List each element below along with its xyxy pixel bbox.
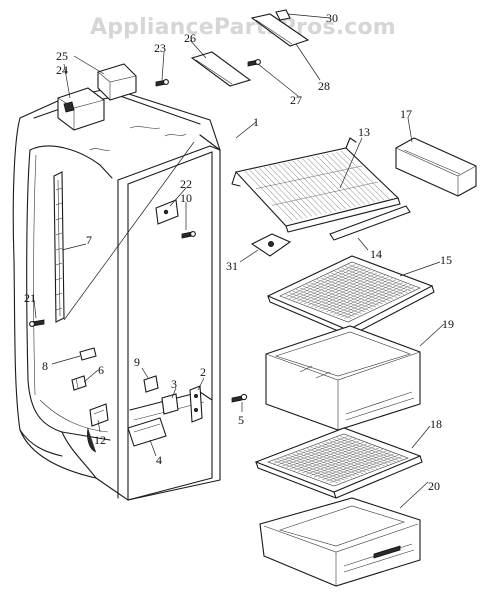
hinge-2 <box>189 385 203 423</box>
wire-shelf-13 <box>231 137 401 233</box>
trim-26 <box>190 51 252 87</box>
screw-5 <box>231 393 248 403</box>
door-bin-17 <box>395 137 477 197</box>
callout-4: 4 <box>156 453 162 467</box>
callout-31: 31 <box>226 259 238 273</box>
screw-23 <box>155 79 169 87</box>
bracket-12 <box>87 403 109 453</box>
callout-20: 20 <box>428 479 440 493</box>
control-housing-24 <box>57 87 105 131</box>
cabinet-liner <box>12 87 221 501</box>
clip-6 <box>71 375 87 391</box>
callout-13: 13 <box>358 125 370 139</box>
bracket-9 <box>143 375 159 393</box>
screw-10 <box>181 231 196 239</box>
trim-28 <box>250 13 310 47</box>
crisper-cover-18 <box>254 427 423 499</box>
bracket-3 <box>161 393 179 415</box>
callout-23: 23 <box>154 41 166 55</box>
bracket-25 <box>97 63 137 101</box>
drawer-20 <box>259 497 421 587</box>
support-31 <box>250 233 292 257</box>
shelf-rail <box>53 171 65 323</box>
callout-30: 30 <box>326 11 338 25</box>
cover-4 <box>127 417 167 447</box>
callout-2: 2 <box>200 365 206 379</box>
callout-26: 26 <box>184 31 196 45</box>
leader-lines <box>33 13 445 509</box>
callout-15: 15 <box>440 253 452 267</box>
bracket-22 <box>155 199 179 225</box>
crisper-pan-19 <box>265 325 421 431</box>
callout-19: 19 <box>442 317 454 331</box>
callout-5: 5 <box>238 413 244 427</box>
callout-9: 9 <box>134 355 140 369</box>
callout-18: 18 <box>430 417 442 431</box>
callout-24: 24 <box>56 63 68 77</box>
callout-25: 25 <box>56 49 68 63</box>
callout-6: 6 <box>98 363 104 377</box>
callout-8: 8 <box>42 359 48 373</box>
callout-7: 7 <box>86 233 92 247</box>
glass-shelf-15 <box>266 255 435 337</box>
shelf-trim-14 <box>329 205 411 241</box>
callout-10: 10 <box>180 191 192 205</box>
clip-30 <box>275 9 291 21</box>
callout-22: 22 <box>180 177 192 191</box>
callout-28: 28 <box>318 79 330 93</box>
callout-12: 12 <box>94 433 106 447</box>
callout-21: 21 <box>24 291 36 305</box>
callout-3: 3 <box>171 377 177 391</box>
callout-1: 1 <box>253 115 259 129</box>
screw-27 <box>247 59 261 67</box>
screw-21 <box>29 319 45 327</box>
clip-8 <box>79 347 97 361</box>
callout-27: 27 <box>290 93 302 107</box>
callout-14: 14 <box>370 247 382 261</box>
callout-17: 17 <box>400 107 412 121</box>
watermark: AppliancePartsPros.com <box>90 15 396 40</box>
callout-labels: 1 2 3 4 5 6 7 8 9 10 12 13 14 15 17 18 1… <box>24 11 454 493</box>
